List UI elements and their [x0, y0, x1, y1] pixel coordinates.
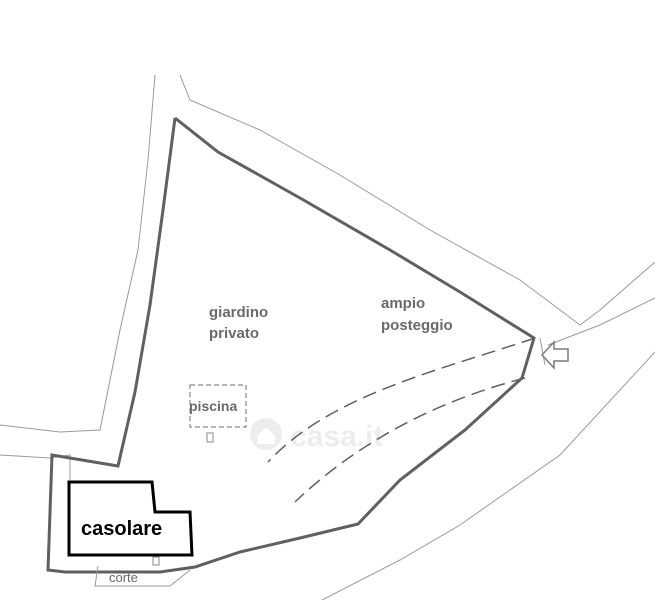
road-line-lower [321, 351, 655, 600]
watermark: casa.it [250, 418, 383, 453]
road-line-upper [547, 297, 655, 346]
farmhouse-label: casolare [81, 518, 162, 540]
pool-outline [189, 384, 247, 428]
garden-label-line1: giardino [209, 304, 268, 321]
neighbor-line-lower-west [0, 454, 71, 480]
east-road-edge [539, 337, 546, 366]
parking-label-line1: ampio [381, 295, 425, 312]
neighbor-line-west [0, 74, 156, 433]
farmhouse-outline [67, 480, 194, 557]
parking-label-line2: posteggio [381, 317, 453, 334]
courtyard-outline [94, 565, 191, 587]
neighbor-line-top [179, 74, 655, 326]
pool-label: piscina [189, 398, 237, 414]
courtyard-label: corte [109, 570, 138, 585]
driveway-line-lower [294, 377, 526, 503]
arrow-left-icon [540, 340, 569, 370]
property-boundary [46, 116, 536, 574]
courtyard-step-icon [152, 556, 160, 566]
driveway [267, 337, 536, 503]
pool-ladder-icon [206, 432, 214, 443]
watermark-text: casa.it [290, 420, 383, 453]
surrounding-lines [0, 74, 655, 600]
garden-label-line2: privato [209, 325, 259, 342]
house-logo-icon [250, 418, 282, 450]
driveway-line-upper [267, 337, 536, 463]
